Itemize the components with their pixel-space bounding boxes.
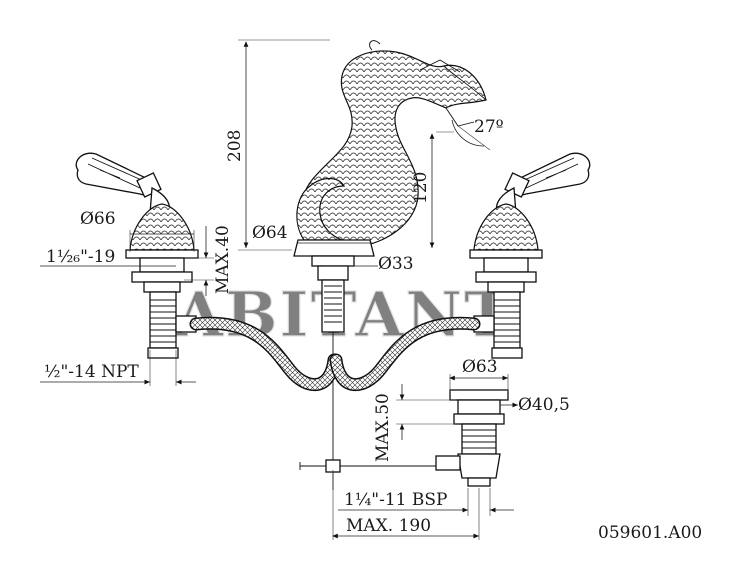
dim-label-120: 120 [411, 172, 431, 204]
dragon-spout [293, 40, 487, 490]
dim-label-27: 27º [474, 117, 504, 137]
dim-max-drain: MAX.50 [373, 384, 456, 462]
dim-label-40-5: Ø40,5 [518, 395, 570, 415]
pop-up-drain [299, 389, 509, 487]
dim-label-64: Ø64 [252, 223, 288, 243]
right-handle [469, 152, 591, 359]
dim-spout-reach-height: 120 [411, 131, 454, 248]
dim-spout-angle: 27º [451, 117, 504, 151]
dim-drain-body: Ø40,5 [500, 395, 570, 415]
dim-label-33: Ø33 [378, 254, 414, 274]
dim-max-deck: MAX.40 [184, 225, 233, 296]
dim-label-208: 208 [225, 130, 245, 162]
dim-max-spread: MAX. 190 [332, 470, 480, 540]
dim-handle-bell: Ø66 [80, 209, 195, 252]
drawing-code: 059601.A00 [598, 523, 702, 543]
braided-hoses [189, 316, 481, 391]
dim-label-npt: ½"-14 NPT [44, 362, 139, 382]
dim-label-thread: 1½₆"-19 [46, 247, 115, 267]
dim-label-max50: MAX.50 [373, 393, 393, 462]
left-handle [75, 152, 199, 359]
dim-label-max40: MAX.40 [213, 225, 233, 294]
dim-spout-height: 208 [225, 39, 330, 251]
dim-shank: Ø33 [322, 254, 414, 274]
dim-handle-thread: 1½₆"-19 [40, 247, 176, 267]
dim-label-66: Ø66 [80, 209, 116, 229]
dim-drain-top: Ø63 [449, 357, 509, 392]
dim-drain-thread: 1¼"-11 BSP [338, 488, 514, 516]
dim-spout-base: Ø64 [252, 223, 372, 244]
dim-label-63: Ø63 [462, 357, 498, 377]
dim-label-max190: MAX. 190 [346, 516, 431, 536]
dim-inlet-thread: ½"-14 NPT [40, 350, 196, 386]
dim-label-bsp: 1¼"-11 BSP [344, 490, 447, 510]
